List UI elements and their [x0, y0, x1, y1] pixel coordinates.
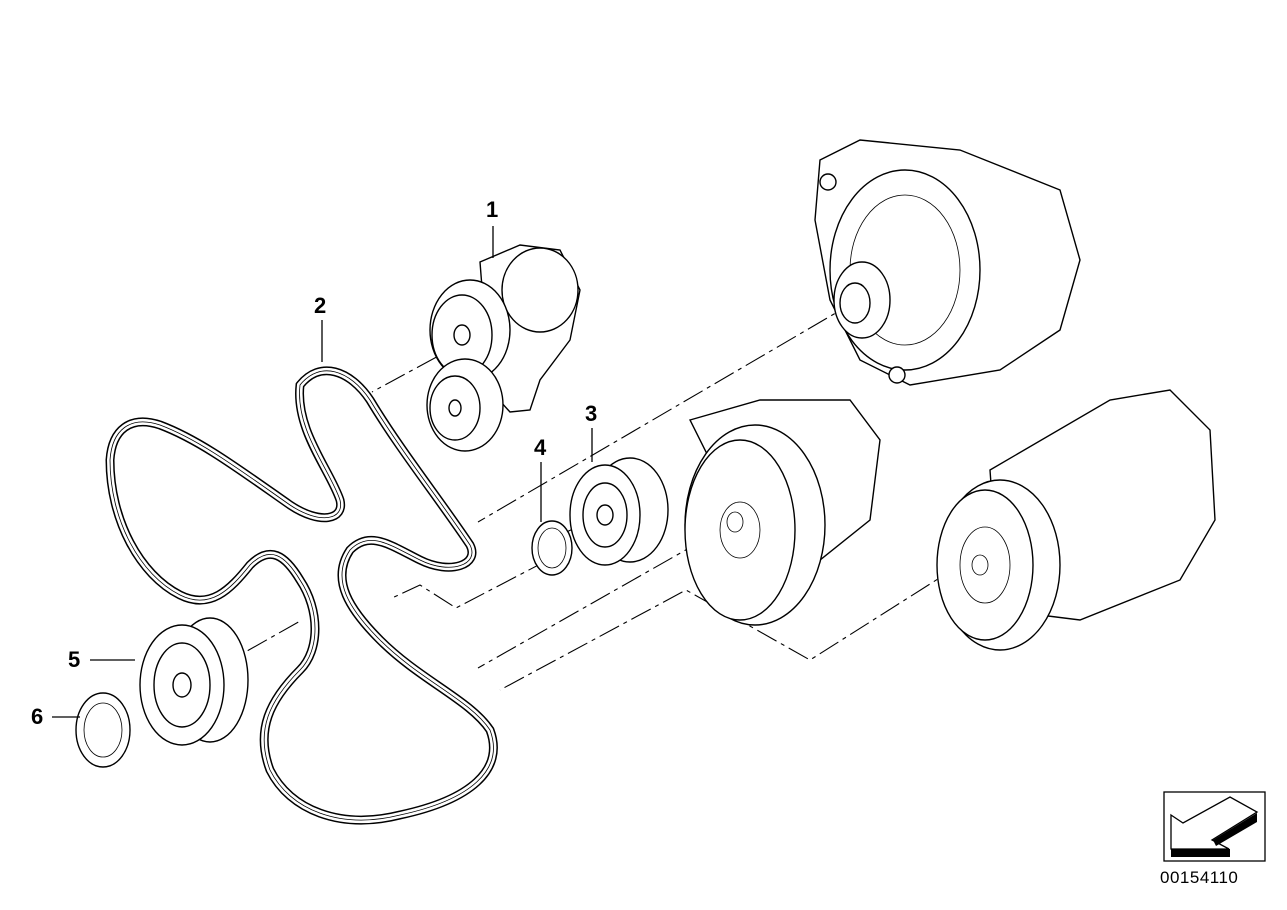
reference-number: 00154110 — [1160, 868, 1239, 887]
callout-4: 4 — [534, 435, 547, 460]
leader-lines — [52, 226, 593, 718]
guide-pulley-5 — [139, 617, 249, 746]
ac-compressor — [936, 389, 1216, 651]
callout-1: 1 — [486, 197, 499, 222]
callout-6: 6 — [31, 704, 44, 729]
front-direction-arrow-icon — [1163, 791, 1266, 862]
ribbed-v-belt — [105, 366, 498, 825]
power-steering-pump — [684, 399, 881, 626]
callout-3: 3 — [585, 401, 598, 426]
callout-2: 2 — [314, 293, 327, 318]
cover-4 — [531, 520, 573, 576]
alternator — [814, 139, 1081, 386]
cover-6 — [75, 692, 131, 768]
callout-5: 5 — [68, 647, 81, 672]
belt-tensioner — [426, 244, 581, 452]
guide-pulley-3 — [569, 457, 669, 566]
